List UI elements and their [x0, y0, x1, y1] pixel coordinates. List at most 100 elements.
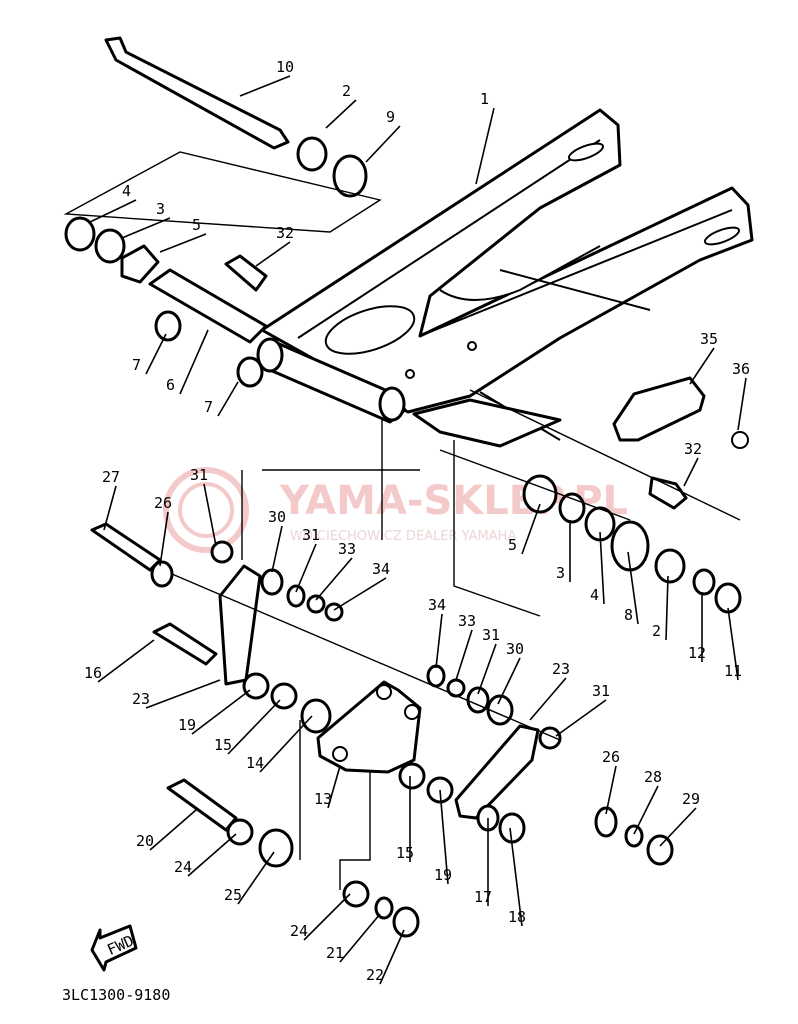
callout-leader — [435, 613, 443, 669]
callout-leader — [327, 765, 341, 809]
callout-number: 34 — [428, 596, 446, 614]
callout-number: 21 — [326, 944, 344, 962]
callout-number: 7 — [204, 398, 213, 416]
callout-leader — [555, 699, 607, 737]
callout-number: 8 — [624, 606, 633, 624]
callout-number: 23 — [552, 660, 570, 678]
callout-leader — [627, 551, 639, 625]
callout-number: 4 — [590, 586, 599, 604]
callout-leader — [159, 233, 207, 253]
callout-number: 15 — [214, 736, 232, 754]
callout-c35: 35 — [689, 330, 718, 385]
callout-c32a: 32 — [255, 224, 294, 267]
linkage-parts — [90, 522, 674, 938]
callout-number: 16 — [84, 664, 102, 682]
callout-number: 2 — [652, 622, 661, 640]
callout-leader — [303, 893, 351, 941]
callout-c24b: 24 — [290, 893, 351, 941]
callout-leader — [159, 511, 169, 567]
callout-number: 31 — [302, 526, 320, 544]
callout-number: 29 — [682, 790, 700, 808]
callout-c14: 14 — [246, 715, 313, 773]
callout-c10: 10 — [239, 58, 294, 97]
callout-number: 5 — [508, 536, 517, 554]
callout-c26b: 26 — [602, 748, 620, 815]
callout-leader — [97, 639, 155, 683]
callout-c31c: 31 — [477, 626, 500, 695]
callout-leader — [295, 543, 317, 593]
alignment-lines — [63, 151, 741, 890]
callout-leader — [737, 377, 747, 431]
callout-c33a: 33 — [315, 540, 356, 601]
chain-guard — [612, 376, 749, 449]
callout-leader — [271, 525, 283, 573]
watermark-tagline: WOJCIECHOWICZ DEALER YAMAHA — [290, 529, 516, 544]
callout-number: 20 — [136, 832, 154, 850]
callout-number: 19 — [434, 866, 452, 884]
swingarm — [256, 108, 754, 448]
callout-c30a: 30 — [268, 508, 286, 573]
callout-leader — [217, 381, 239, 417]
callout-number: 32 — [684, 440, 702, 458]
callout-c15a: 15 — [214, 699, 281, 755]
callout-leader — [191, 689, 251, 735]
callout-c31a: 31 — [190, 466, 217, 547]
callout-number: 12 — [688, 644, 706, 662]
callout-number: 25 — [224, 886, 242, 904]
callout-leader — [325, 99, 357, 129]
callout-leader — [179, 329, 209, 395]
callout-leader — [521, 503, 541, 555]
callout-number: 30 — [506, 640, 524, 658]
callout-c18: 18 — [508, 827, 526, 927]
callout-number: 33 — [458, 612, 476, 630]
callout-number: 33 — [338, 540, 356, 558]
callout-leader — [121, 217, 171, 239]
fwd-arrow: FWD — [90, 924, 138, 972]
callout-leader — [605, 765, 617, 815]
callout-c34a: 34 — [333, 560, 390, 611]
callout-c34b: 34 — [428, 596, 446, 669]
callout-number: 22 — [366, 966, 384, 984]
callout-number: 31 — [592, 682, 610, 700]
callout-number: 30 — [268, 508, 286, 526]
callout-number: 24 — [290, 922, 308, 940]
callout-c25: 25 — [224, 851, 275, 905]
callout-c32b: 32 — [683, 440, 702, 487]
callout-c3b: 3 — [556, 520, 571, 582]
callout-number: 3 — [156, 200, 165, 218]
callout-leader — [239, 75, 291, 97]
callout-c24a: 24 — [174, 833, 237, 877]
callout-c7a: 7 — [132, 333, 167, 375]
callout-number: 34 — [372, 560, 390, 578]
callout-leader — [475, 107, 495, 185]
callout-number: 2 — [342, 82, 351, 100]
callout-leader — [497, 657, 521, 705]
callout-number: 31 — [482, 626, 500, 644]
callout-c27: 27 — [102, 468, 120, 531]
callout-c22: 22 — [366, 929, 405, 985]
callout-number: 36 — [732, 360, 750, 378]
callout-leader — [203, 483, 217, 547]
callout-c17: 17 — [474, 818, 492, 906]
callout-number: 27 — [102, 468, 120, 486]
right-side-parts — [522, 474, 742, 614]
callout-leader — [255, 241, 291, 267]
callout-leader — [509, 827, 523, 927]
drawing-code: 3LC1300-9180 — [62, 986, 170, 1004]
callout-leader — [145, 679, 221, 709]
callout-leader — [477, 643, 497, 695]
callout-number: 24 — [174, 858, 192, 876]
callout-number: 35 — [700, 330, 718, 348]
callout-number: 32 — [276, 224, 294, 242]
callout-c31b: 31 — [295, 526, 320, 593]
callout-c5a: 5 — [159, 216, 207, 253]
callout-leader — [683, 457, 699, 487]
callout-number: 7 — [132, 356, 141, 374]
callout-c31d: 31 — [555, 682, 610, 737]
callout-c29: 29 — [659, 790, 700, 847]
callout-leader — [529, 677, 567, 721]
callout-number: 31 — [190, 466, 208, 484]
callout-leader — [315, 557, 353, 601]
